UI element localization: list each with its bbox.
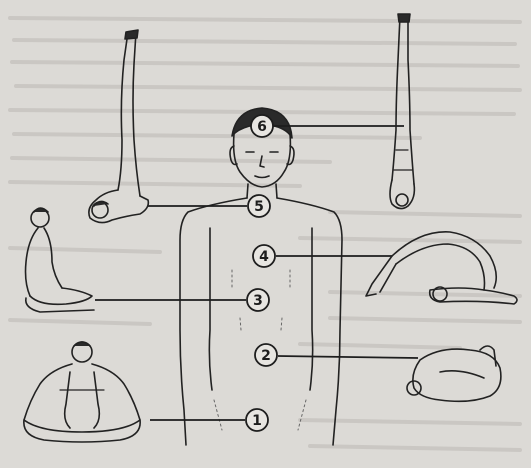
marker-2-label: 2 [261,348,271,364]
marker-2: 2 [255,344,277,366]
marker-6-label: 6 [257,119,267,135]
marker-1-label: 1 [252,413,262,429]
marker-3: 3 [247,289,269,311]
marker-4: 4 [253,245,275,267]
marker-1: 1 [246,409,268,431]
marker-5: 5 [248,195,270,217]
marker-4-label: 4 [259,249,269,265]
marker-5-label: 5 [254,199,264,215]
marker-3-label: 3 [253,293,263,309]
marker-6: 6 [251,115,273,137]
